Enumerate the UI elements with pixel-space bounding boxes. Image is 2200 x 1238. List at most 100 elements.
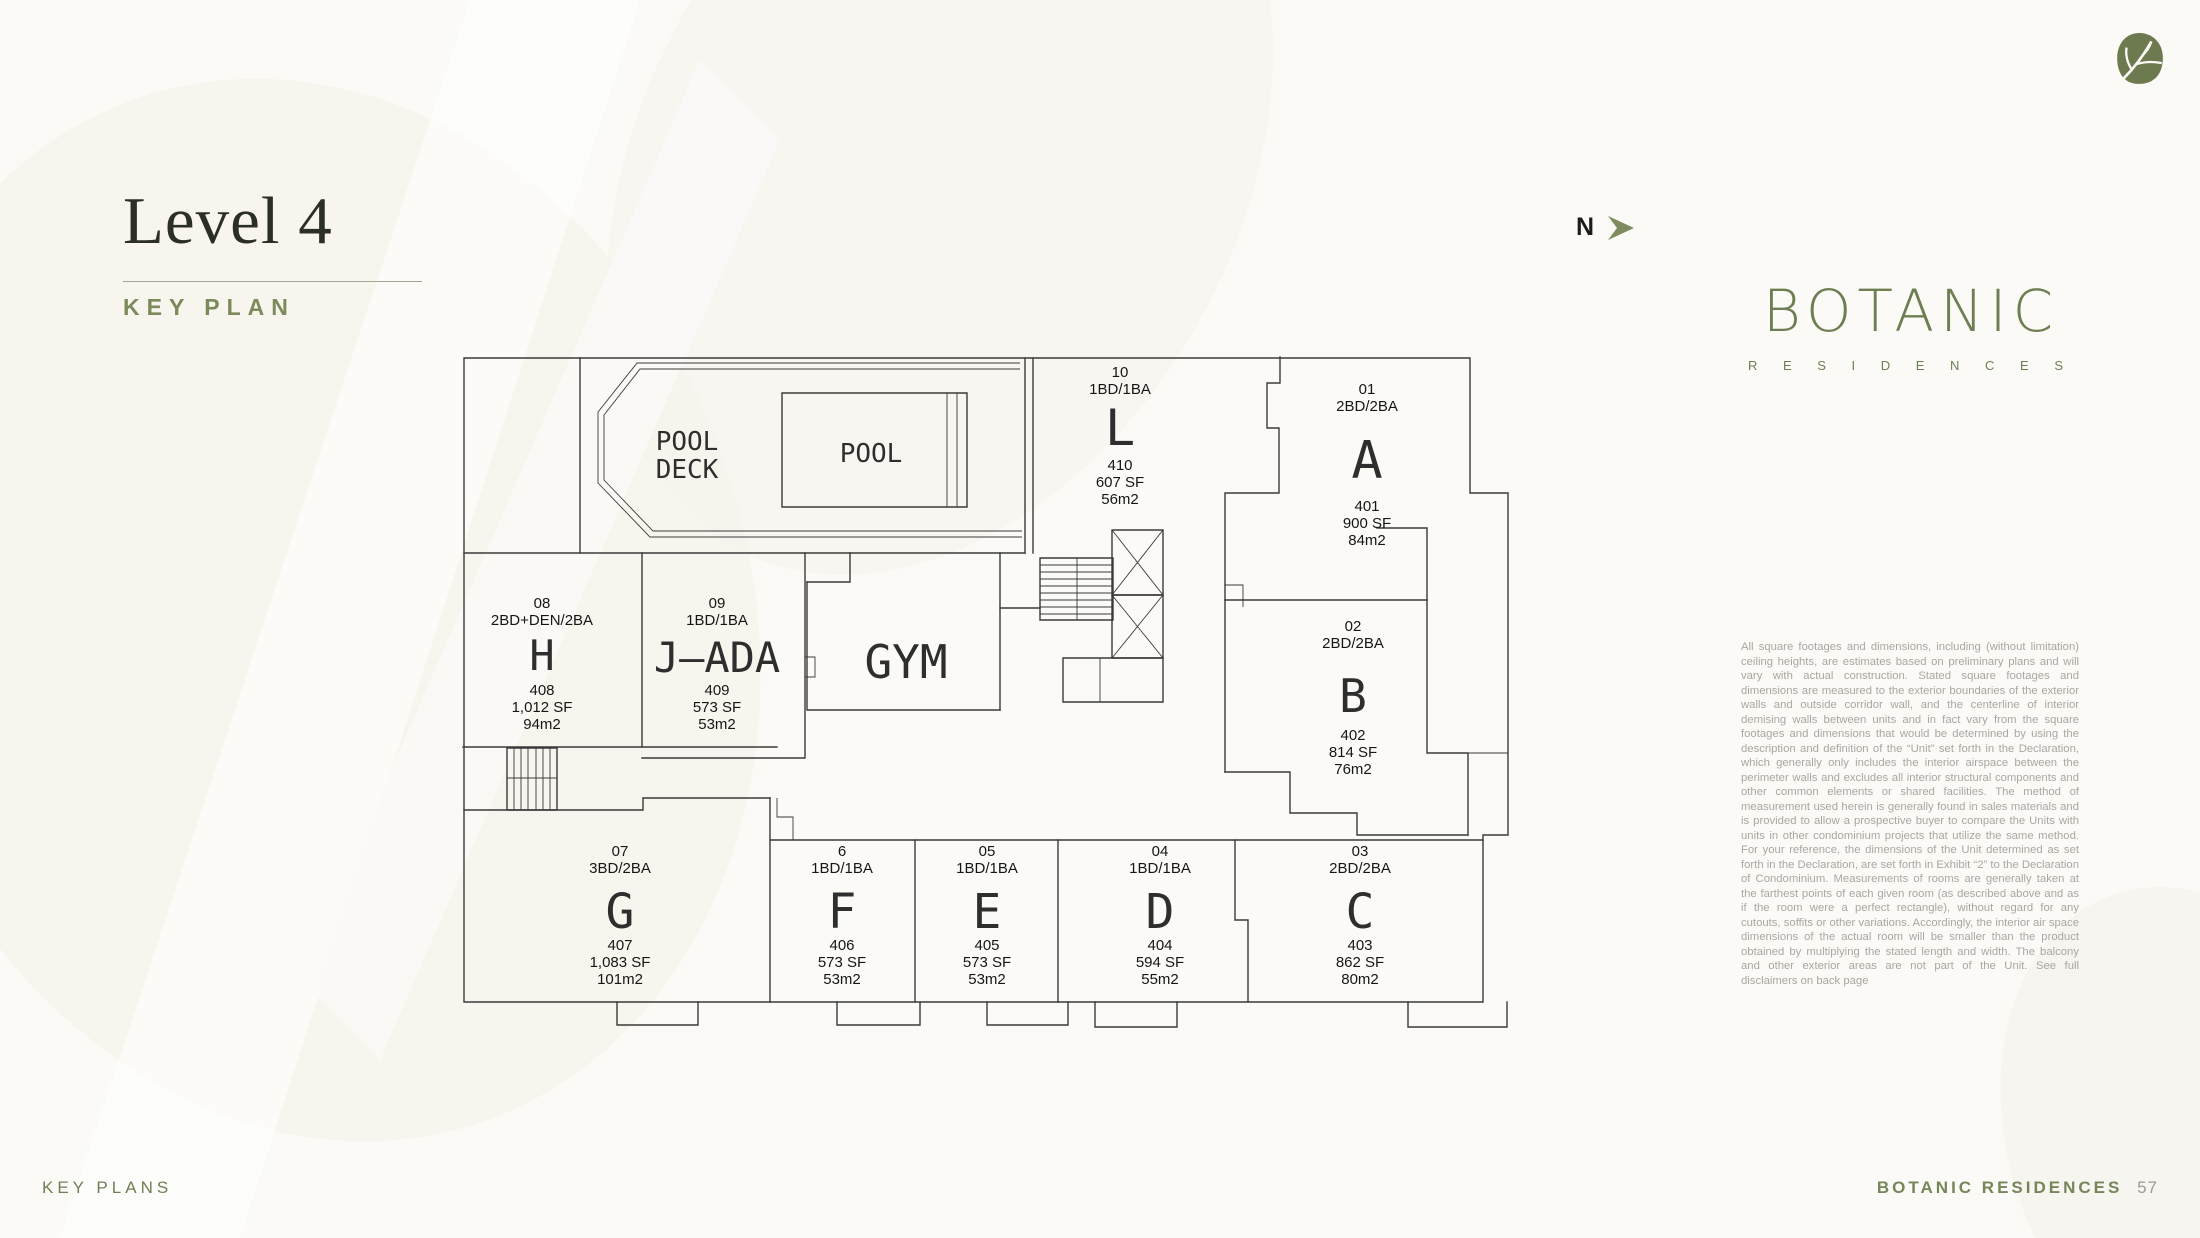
svg-text:02: 02 bbox=[1345, 618, 1362, 635]
svg-text:76m2: 76m2 bbox=[1334, 761, 1372, 778]
svg-text:814 SF: 814 SF bbox=[1329, 744, 1377, 761]
unit-l-labels: 10 1BD/1BA L 410 607 SF 56m2 bbox=[1089, 364, 1151, 508]
stairs bbox=[1040, 558, 1113, 620]
disclaimer-text: All square footages and dimensions, incl… bbox=[1741, 641, 2079, 987]
svg-text:1BD/1BA: 1BD/1BA bbox=[811, 860, 873, 877]
page-subtitle: KEY PLAN bbox=[123, 294, 295, 320]
plan-outer-boundary bbox=[464, 358, 1508, 1002]
unit-l-a-walls bbox=[1225, 357, 1427, 772]
svg-text:404: 404 bbox=[1147, 937, 1172, 954]
pool-deck-area bbox=[464, 358, 1033, 553]
svg-text:J–ADA: J–ADA bbox=[654, 633, 780, 682]
svg-text:D: D bbox=[1146, 884, 1175, 940]
svg-text:594 SF: 594 SF bbox=[1136, 954, 1184, 971]
svg-text:G: G bbox=[606, 884, 635, 940]
brand-logo-subtitle: R E S I D E N C E S bbox=[1747, 358, 2075, 373]
svg-text:3BD/2BA: 3BD/2BA bbox=[589, 860, 651, 877]
svg-text:607 SF: 607 SF bbox=[1096, 474, 1144, 491]
svg-text:56m2: 56m2 bbox=[1101, 491, 1139, 508]
unit-f-labels: 6 1BD/1BA F 406 573 SF 53m2 bbox=[811, 843, 873, 988]
north-arrow-icon bbox=[1608, 216, 1635, 240]
unit-h-labels: 08 2BD+DEN/2BA H 408 1,012 SF 94m2 bbox=[491, 595, 593, 733]
svg-text:94m2: 94m2 bbox=[523, 716, 561, 733]
svg-text:402: 402 bbox=[1340, 727, 1365, 744]
svg-text:08: 08 bbox=[534, 595, 551, 612]
svg-text:409: 409 bbox=[704, 682, 729, 699]
gym-walls bbox=[807, 553, 1040, 710]
unit-b-labels: 02 2BD/2BA B 402 814 SF 76m2 bbox=[1322, 618, 1384, 778]
unit-d-labels: 04 1BD/1BA D 404 594 SF 55m2 bbox=[1129, 843, 1191, 988]
svg-text:405: 405 bbox=[974, 937, 999, 954]
svg-text:1,012 SF: 1,012 SF bbox=[512, 699, 573, 716]
svg-text:2BD+DEN/2BA: 2BD+DEN/2BA bbox=[491, 612, 593, 629]
svg-text:84m2: 84m2 bbox=[1348, 532, 1386, 549]
unit-a-labels: 01 2BD/2BA A 401 900 SF 84m2 bbox=[1336, 381, 1398, 549]
svg-text:6: 6 bbox=[838, 843, 846, 860]
pool bbox=[782, 393, 967, 507]
svg-text:573 SF: 573 SF bbox=[693, 699, 741, 716]
svg-text:862 SF: 862 SF bbox=[1336, 954, 1384, 971]
svg-text:55m2: 55m2 bbox=[1141, 971, 1179, 988]
leaf-icon bbox=[2117, 32, 2163, 84]
svg-text:403: 403 bbox=[1347, 937, 1372, 954]
svg-text:A: A bbox=[1351, 431, 1382, 491]
unit-g-labels: 07 3BD/2BA G 407 1,083 SF 101m2 bbox=[589, 843, 651, 988]
svg-text:07: 07 bbox=[612, 843, 629, 860]
svg-text:1BD/1BA: 1BD/1BA bbox=[956, 860, 1018, 877]
footer-page-number: 57 bbox=[2137, 1178, 2158, 1197]
svg-text:406: 406 bbox=[829, 937, 854, 954]
area-labels: POOL DECK POOL GYM bbox=[656, 427, 948, 689]
title-divider bbox=[123, 281, 422, 282]
svg-text:408: 408 bbox=[529, 682, 554, 699]
svg-text:H: H bbox=[529, 631, 554, 680]
svg-text:1BD/1BA: 1BD/1BA bbox=[1129, 860, 1191, 877]
svg-text:05: 05 bbox=[979, 843, 996, 860]
brand-logo-wordmark: BOTANIC bbox=[1762, 277, 2060, 345]
svg-text:1BD/1BA: 1BD/1BA bbox=[1089, 381, 1151, 398]
balconies bbox=[617, 1002, 1507, 1027]
svg-text:E: E bbox=[973, 884, 1002, 940]
unit-c-labels: 03 2BD/2BA C 403 862 SF 80m2 bbox=[1329, 843, 1391, 988]
svg-text:L: L bbox=[1105, 399, 1135, 457]
svg-text:09: 09 bbox=[709, 595, 726, 612]
svg-text:573 SF: 573 SF bbox=[818, 954, 866, 971]
svg-text:2BD/2BA: 2BD/2BA bbox=[1329, 860, 1391, 877]
pool-deck-label2: DECK bbox=[656, 455, 719, 485]
floor-plan: POOL DECK POOL GYM 10 1BD/1BA L 410 607 … bbox=[460, 350, 1520, 1040]
svg-text:80m2: 80m2 bbox=[1341, 971, 1379, 988]
footer-section-label: KEY PLANS bbox=[42, 1178, 173, 1197]
pool-label: POOL bbox=[840, 439, 903, 469]
svg-text:04: 04 bbox=[1152, 843, 1169, 860]
footer-brand: BOTANIC RESIDENCES bbox=[1876, 1178, 2123, 1197]
svg-text:401: 401 bbox=[1354, 498, 1379, 515]
brand-logo: BOTANIC R E S I D E N C E S bbox=[1737, 282, 2085, 373]
svg-text:C: C bbox=[1346, 884, 1375, 940]
svg-text:1BD/1BA: 1BD/1BA bbox=[686, 612, 748, 629]
svg-text:53m2: 53m2 bbox=[698, 716, 736, 733]
footer-right: BOTANIC RESIDENCES 57 bbox=[1877, 1178, 2158, 1198]
svg-text:B: B bbox=[1339, 669, 1367, 723]
svg-text:03: 03 bbox=[1352, 843, 1369, 860]
left-stairs bbox=[507, 748, 557, 810]
title-block: Level 4 KEY PLAN bbox=[123, 184, 422, 320]
svg-text:53m2: 53m2 bbox=[823, 971, 861, 988]
north-label: N bbox=[1576, 212, 1595, 241]
svg-text:F: F bbox=[828, 884, 857, 940]
svg-text:2BD/2BA: 2BD/2BA bbox=[1336, 398, 1398, 415]
svg-text:01: 01 bbox=[1359, 381, 1376, 398]
svg-text:101m2: 101m2 bbox=[597, 971, 643, 988]
svg-text:407: 407 bbox=[607, 937, 632, 954]
svg-text:900 SF: 900 SF bbox=[1343, 515, 1391, 532]
pool-deck-label: POOL bbox=[656, 427, 719, 457]
unit-b-walls bbox=[1225, 585, 1508, 835]
page-title: Level 4 bbox=[123, 184, 333, 258]
svg-text:573 SF: 573 SF bbox=[963, 954, 1011, 971]
svg-text:2BD/2BA: 2BD/2BA bbox=[1322, 635, 1384, 652]
unit-e-labels: 05 1BD/1BA E 405 573 SF 53m2 bbox=[956, 843, 1018, 988]
svg-text:10: 10 bbox=[1112, 364, 1129, 381]
svg-text:53m2: 53m2 bbox=[968, 971, 1006, 988]
svg-text:410: 410 bbox=[1107, 457, 1132, 474]
unit-h-j-walls bbox=[463, 553, 815, 758]
unit-j-ada-labels: 09 1BD/1BA J–ADA 409 573 SF 53m2 bbox=[654, 595, 780, 733]
